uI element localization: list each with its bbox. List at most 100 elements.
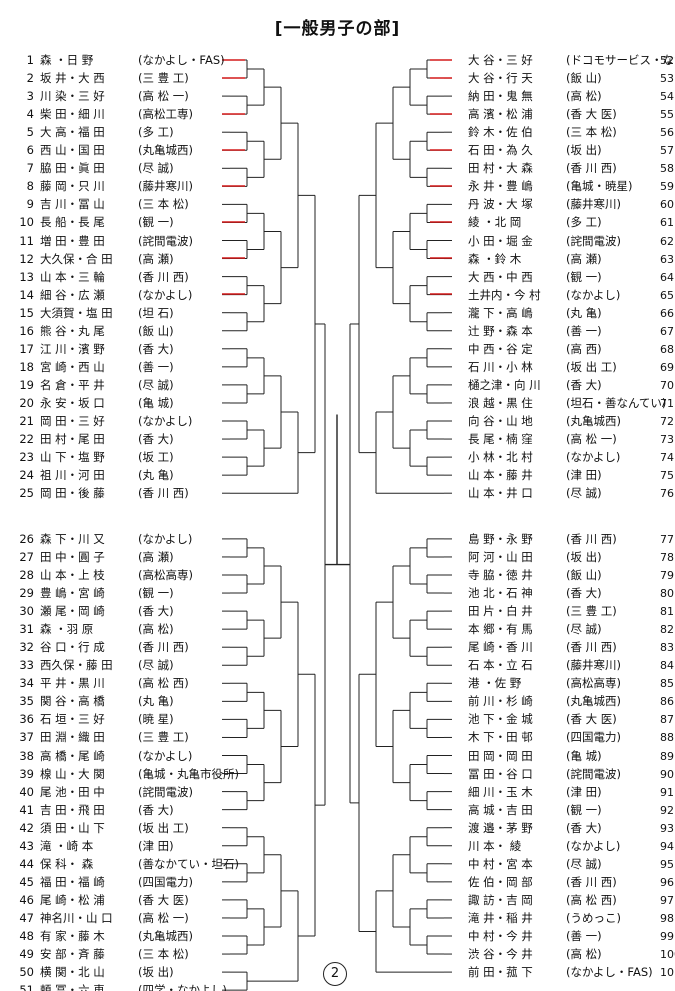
entry-club: (亀 城) <box>566 748 602 763</box>
entry-number: 52 <box>660 54 674 67</box>
bracket-entry: 浪 越・黒 住(坦石・善なんてい)71 <box>468 395 675 411</box>
bracket-entry: 高 城・吉 田(観 一)92 <box>468 802 675 818</box>
entry-names: 山 本・上 枝 <box>40 568 105 582</box>
entry-number: 22 <box>19 432 34 447</box>
entry-names: 西 山・国 田 <box>40 143 105 158</box>
entry-number: 51 <box>19 983 34 991</box>
entry-club: (四学・なかよし) <box>138 983 227 991</box>
entry-names: 石 垣・三 好 <box>40 712 105 727</box>
entry-number: 72 <box>660 415 674 428</box>
entry-names: 中 西・谷 定 <box>468 341 533 356</box>
entry-club: (坂 出) <box>566 549 602 564</box>
entry-names: 吉 田・飛 田 <box>40 802 105 817</box>
entry-club: (うめっこ) <box>566 910 621 925</box>
entry-club: (詫間電波) <box>566 233 621 248</box>
entry-names: 山 本・三 輪 <box>40 269 105 284</box>
entry-number: 68 <box>660 342 674 356</box>
entry-club: (善 一) <box>566 323 602 338</box>
entry-number: 30 <box>19 604 34 619</box>
bracket-entry: 寺 脇・徳 井(飯 山)79 <box>468 567 675 583</box>
entry-names: 田 片・白 井 <box>468 604 533 619</box>
entry-names: 中 村・今 井 <box>468 929 533 943</box>
entry-club: (なかよし) <box>566 287 621 302</box>
entry-club: (高 松 一) <box>566 432 617 447</box>
entry-names: 田 淵・織 田 <box>40 730 105 745</box>
entry-names: 納 田・鬼 無 <box>468 89 533 104</box>
entry-club: (ドコモサービス・なかよし) <box>566 53 675 67</box>
entry-number: 14 <box>19 287 34 302</box>
entry-names: 川 染・三 好 <box>40 89 105 104</box>
entry-club: (四国電力) <box>138 874 193 889</box>
entry-club: (三 本 松) <box>138 947 189 962</box>
bracket-entry: 森 ・鈴 木(高 瀬)63 <box>468 251 675 267</box>
entry-club: (詫間電波) <box>138 784 193 799</box>
bracket-entry: 渡 邉・茅 野(香 大)93 <box>468 820 675 836</box>
entry-number: 28 <box>19 568 34 582</box>
entry-number: 8 <box>26 179 34 194</box>
entry-names: 田 中・圓 子 <box>40 549 105 564</box>
bracket-entry: 土井内・今 村(なかよし)65 <box>468 287 675 303</box>
entry-names: 樋之津・向 川 <box>468 377 541 392</box>
entry-number: 49 <box>19 947 34 962</box>
entry-number: 57 <box>660 144 674 158</box>
entry-names: 石 川・小 林 <box>468 359 533 374</box>
entry-names: 石 本・立 石 <box>468 658 533 673</box>
entry-number: 75 <box>660 469 674 483</box>
entry-club: (詫間電波) <box>566 766 621 781</box>
entry-number: 83 <box>660 641 674 655</box>
bracket-entry: 小 林・北 村(なかよし)74 <box>468 449 675 465</box>
entry-names: 熊 谷・丸 尾 <box>40 323 105 338</box>
bracket-entry: 瀧 下・高 嶋(丸 亀)66 <box>468 305 675 321</box>
entry-names: 西久保・藤 田 <box>40 658 113 673</box>
bracket-entry: 渋 谷・今 井(高 松)100 <box>468 946 675 962</box>
entry-names: 宮 崎・西 山 <box>40 359 105 374</box>
entry-number: 62 <box>660 234 674 248</box>
entry-names: 川 本・ 綾 <box>468 838 522 853</box>
entry-names: 細 川・玉 木 <box>468 784 533 799</box>
entry-club: (高 瀬) <box>138 549 174 564</box>
entry-number: 48 <box>19 929 34 943</box>
entry-club: (丸亀城西) <box>566 414 621 428</box>
bracket-entry: 田 村・大 森(香 川 西)58 <box>468 160 675 176</box>
entry-club: (善 一) <box>566 929 602 943</box>
entry-number: 81 <box>660 605 674 619</box>
entry-names: 高 城・吉 田 <box>468 802 533 817</box>
bracket-entry: 長 尾・楠 窪(高 松 一)73 <box>468 431 675 447</box>
entry-club: (丸 亀) <box>566 305 602 320</box>
entry-names: 平 井・黒 川 <box>40 676 105 691</box>
entry-names: 名 倉・平 井 <box>40 377 105 392</box>
entry-number: 25 <box>19 486 34 501</box>
bracket-entry: 田 岡・岡 田(亀 城)89 <box>468 748 675 764</box>
entry-names: 吉 川・冨 山 <box>40 197 105 212</box>
entry-names: 長 船・長 尾 <box>40 215 105 230</box>
entry-names: 前 田・菰 下 <box>468 965 533 980</box>
entry-club: (高 松) <box>138 622 174 637</box>
entry-number: 32 <box>19 640 34 655</box>
entry-number: 55 <box>660 108 674 122</box>
entry-names: 石 田・為 久 <box>468 143 533 158</box>
entry-club: (なかよし) <box>138 287 193 302</box>
entry-number: 20 <box>19 395 34 410</box>
bracket-entry: 冨 田・谷 口(詫間電波)90 <box>468 766 675 782</box>
entry-number: 97 <box>660 893 674 907</box>
entry-number: 77 <box>660 532 674 546</box>
entry-names: 高 濱・松 浦 <box>468 107 533 122</box>
entry-club: (坂 出 工) <box>138 820 189 835</box>
